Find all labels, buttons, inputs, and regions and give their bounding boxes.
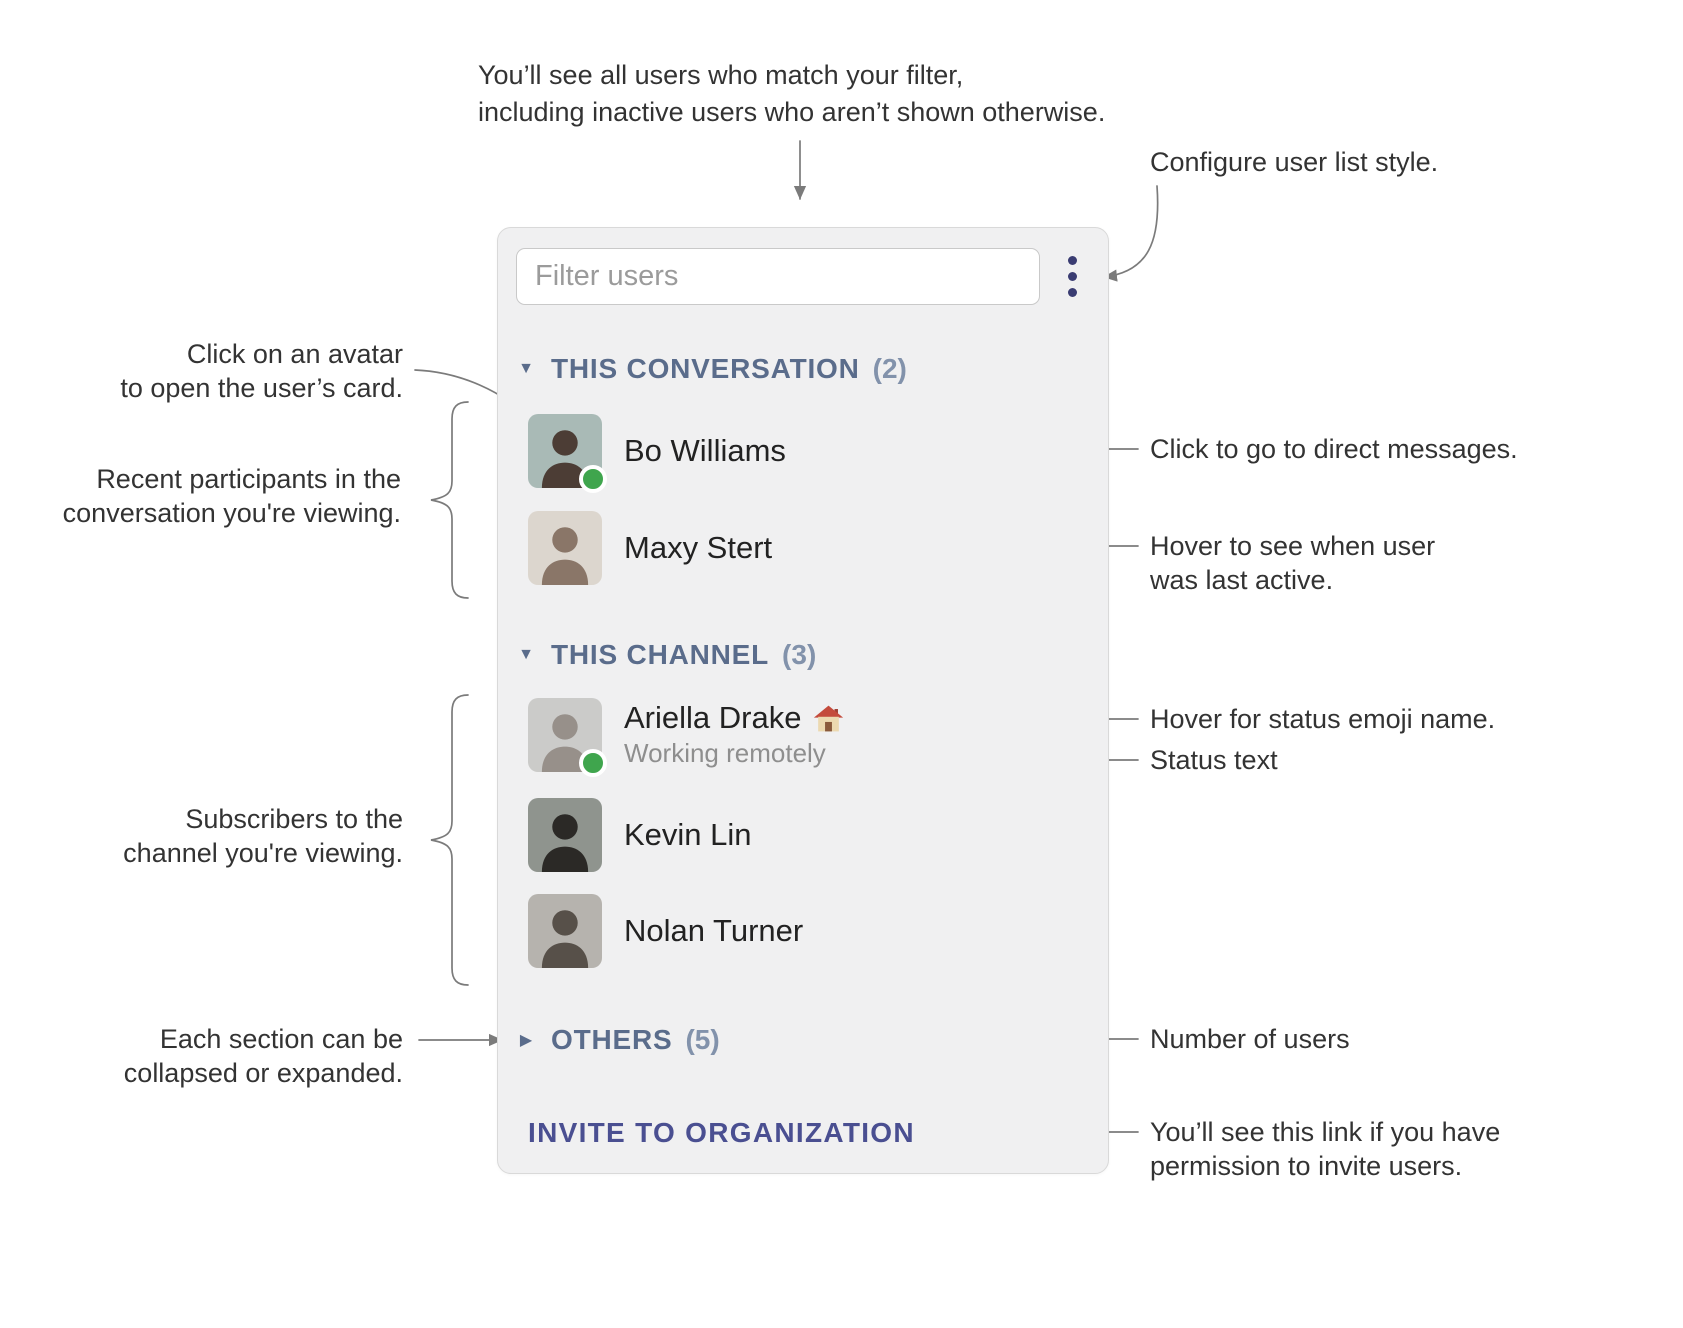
kebab-dot bbox=[1067, 256, 1077, 265]
annotation-line: conversation you're viewing. bbox=[62, 498, 401, 528]
user-name[interactable]: Ariella Drake bbox=[624, 700, 802, 735]
section-count: (3) bbox=[782, 639, 817, 670]
avatar[interactable] bbox=[528, 894, 602, 968]
connector-configure bbox=[1103, 185, 1159, 282]
avatar[interactable] bbox=[528, 511, 602, 585]
section-header-this-conversation[interactable]: ▼ THIS CONVERSATION (2) bbox=[516, 352, 907, 386]
avatar[interactable] bbox=[528, 414, 607, 493]
section-count: (5) bbox=[685, 1024, 720, 1055]
annotation-line: was last active. bbox=[1150, 565, 1334, 595]
user-row-ariella-drake[interactable]: Ariella Drake Working remotely bbox=[528, 698, 844, 777]
brace-channel bbox=[430, 694, 469, 986]
annotation-line: to open the user’s card. bbox=[120, 373, 403, 403]
annotation-line: Recent participants in the bbox=[96, 464, 401, 494]
annotation-line: permission to invite users. bbox=[1150, 1151, 1463, 1181]
annotation-configure: Configure user list style. bbox=[1150, 145, 1438, 179]
annotation-status-text: Status text bbox=[1150, 743, 1278, 777]
annotation-line: Number of users bbox=[1150, 1024, 1350, 1054]
section-count: (2) bbox=[872, 353, 907, 384]
house-status-emoji-icon[interactable] bbox=[813, 703, 844, 734]
chevron-right-icon[interactable]: ▶ bbox=[519, 1032, 533, 1049]
annotation-direct-messages: Click to go to direct messages. bbox=[1150, 432, 1518, 466]
annotation-subscribers: Subscribers to the channel you're viewin… bbox=[43, 802, 403, 870]
section-label: OTHERS bbox=[551, 1024, 673, 1055]
annotation-line: Click to go to direct messages. bbox=[1150, 434, 1518, 464]
user-row-kevin-lin[interactable]: Kevin Lin bbox=[528, 798, 752, 872]
avatar-image bbox=[528, 511, 602, 585]
chevron-down-icon[interactable]: ▼ bbox=[518, 646, 534, 663]
kebab-dot bbox=[1067, 272, 1077, 281]
annotation-user-count: Number of users bbox=[1150, 1022, 1350, 1056]
kebab-dot bbox=[1067, 288, 1077, 297]
annotation-line: Hover to see when user bbox=[1150, 531, 1436, 561]
annotation-line: Hover for status emoji name. bbox=[1150, 704, 1496, 734]
section-label: THIS CHANNEL bbox=[551, 639, 770, 670]
annotation-line: Click on an avatar bbox=[186, 339, 403, 369]
annotation-line: collapsed or expanded. bbox=[123, 1058, 403, 1088]
annotation-line: channel you're viewing. bbox=[123, 838, 403, 868]
chevron-down-icon[interactable]: ▼ bbox=[518, 360, 534, 377]
presence-dot bbox=[579, 749, 607, 777]
avatar[interactable] bbox=[528, 798, 602, 872]
user-row-maxy-stert[interactable]: Maxy Stert bbox=[528, 511, 772, 585]
filter-row bbox=[516, 248, 1094, 305]
section-label: THIS CONVERSATION bbox=[551, 353, 860, 384]
annotation-line: You’ll see all users who match your filt… bbox=[478, 60, 964, 90]
user-name[interactable]: Kevin Lin bbox=[624, 817, 752, 852]
annotation-collapse-note: Each section can be collapsed or expande… bbox=[43, 1022, 403, 1090]
invite-to-organization-link[interactable]: INVITE TO ORGANIZATION bbox=[528, 1117, 915, 1148]
presence-dot bbox=[579, 465, 607, 493]
user-list-panel: ▼ THIS CONVERSATION (2) Bo Williams Maxy… bbox=[497, 227, 1109, 1174]
user-row-nolan-turner[interactable]: Nolan Turner bbox=[528, 894, 803, 968]
annotation-line: Subscribers to the bbox=[185, 804, 403, 834]
avatar-image bbox=[528, 798, 602, 872]
section-header-others[interactable]: ▶ OTHERS (5) bbox=[516, 1023, 720, 1057]
annotation-line: You’ll see this link if you have bbox=[1150, 1117, 1501, 1147]
annotation-line: including inactive users who aren’t show… bbox=[478, 97, 1106, 127]
section-header-this-channel[interactable]: ▼ THIS CHANNEL (3) bbox=[516, 638, 816, 672]
filter-users-input[interactable] bbox=[516, 248, 1040, 305]
user-name[interactable]: Maxy Stert bbox=[624, 530, 773, 565]
annotation-line: Each section can be bbox=[159, 1024, 403, 1054]
brace-conversation bbox=[430, 401, 469, 599]
annotation-avatar-click: Click on an avatar to open the user’s ca… bbox=[43, 337, 403, 405]
user-name-block: Ariella Drake Working remotely bbox=[624, 698, 844, 770]
user-name[interactable]: Bo Williams bbox=[624, 433, 786, 468]
annotation-invite-note: You’ll see this link if you have permiss… bbox=[1150, 1115, 1500, 1183]
user-row-bo-williams[interactable]: Bo Williams bbox=[528, 414, 786, 493]
annotation-last-active: Hover to see when user was last active. bbox=[1150, 529, 1435, 597]
avatar-image bbox=[528, 894, 602, 968]
user-list-style-menu-icon[interactable] bbox=[1050, 248, 1094, 305]
annotation-line: Status text bbox=[1150, 745, 1278, 775]
user-status-text[interactable]: Working remotely bbox=[624, 738, 826, 768]
annotation-recent-participants: Recent participants in the conversation … bbox=[21, 462, 401, 530]
annotation-status-emoji: Hover for status emoji name. bbox=[1150, 702, 1495, 736]
annotation-line: Configure user list style. bbox=[1150, 147, 1439, 177]
avatar[interactable] bbox=[528, 698, 607, 777]
annotation-filter-note: You’ll see all users who match your filt… bbox=[478, 57, 1105, 131]
user-name[interactable]: Nolan Turner bbox=[624, 913, 804, 948]
